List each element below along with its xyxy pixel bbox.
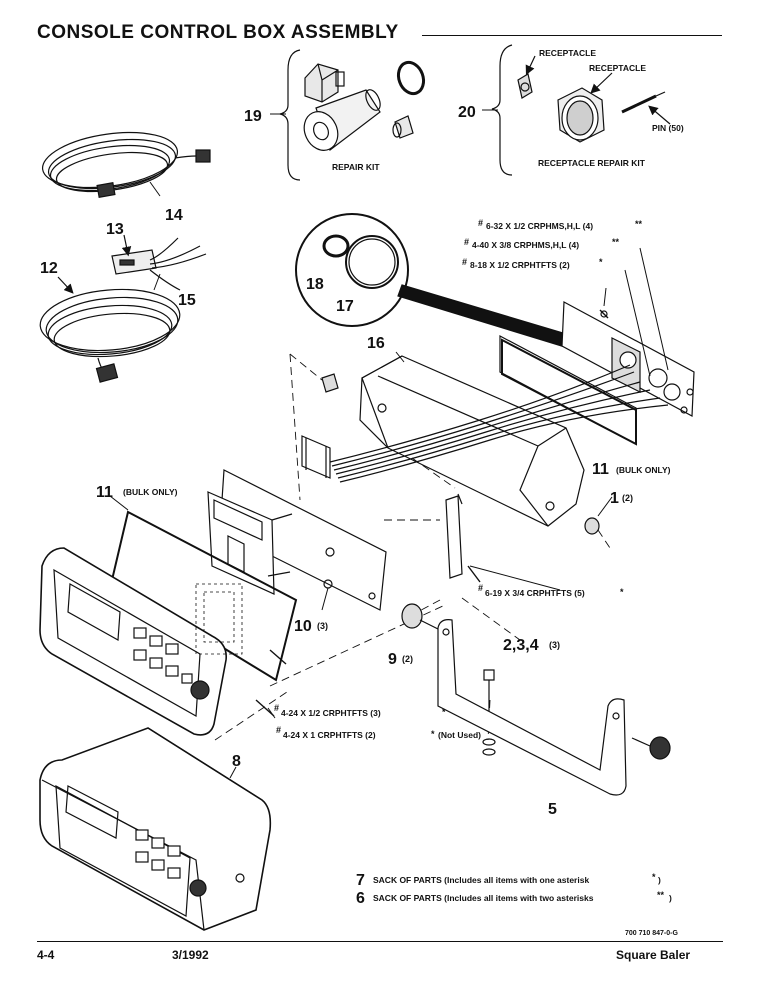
hw-440: 4-40 X 3/8 CRPHMS,H,L (4) <box>472 240 579 250</box>
standoff <box>321 373 339 393</box>
asterisk-mark: * <box>431 729 435 739</box>
title-rule <box>422 35 722 36</box>
callout-12: 12 <box>40 260 58 277</box>
asterisk-mark: ** <box>635 219 643 229</box>
pin-label: PIN (50) <box>652 123 684 133</box>
bulk-only-right: (BULK ONLY) <box>616 465 671 475</box>
document-number: 700 710 847-0-G <box>625 930 678 937</box>
receptacle-label-1: RECEPTACLE <box>539 48 596 58</box>
callout-2-3-4: 2,3,4 <box>503 637 539 654</box>
vertical-strap <box>445 495 463 579</box>
small-bushing <box>392 115 414 139</box>
page-title: CONSOLE CONTROL BOX ASSEMBLY <box>37 22 399 43</box>
hash-mark: # <box>274 703 279 713</box>
hash-mark: # <box>478 218 483 228</box>
asterisk-mark: ** <box>657 890 665 900</box>
cable-12 <box>39 288 181 383</box>
bulk-only-left: (BULK ONLY) <box>123 487 178 497</box>
callout-14: 14 <box>165 207 183 224</box>
repair-kit-label: REPAIR KIT <box>332 162 380 172</box>
callout-9: 9 <box>388 651 397 668</box>
contact-pin <box>621 91 666 114</box>
callout-5: 5 <box>548 801 557 818</box>
callout-19: 19 <box>244 108 262 125</box>
hash-mark: # <box>478 583 483 593</box>
footer-product: Square Baler <box>616 948 691 962</box>
hw-818: 8-18 X 1/2 CRPHTFTS (2) <box>470 260 570 270</box>
hw-424-one: 4-24 X 1 CRPHTFTS (2) <box>283 730 376 740</box>
mount-bracket <box>301 435 331 479</box>
callout-15: 15 <box>178 292 196 309</box>
callout-20: 20 <box>458 104 476 121</box>
receptacle-label-2: RECEPTACLE <box>589 63 646 73</box>
callout-labels: 19 20 14 13 12 15 18 17 16 11 (BULK ONLY… <box>40 48 684 907</box>
hash-mark: # <box>276 725 281 735</box>
hw-619: 6-19 X 3/4 CRPHTFTS (5) <box>485 588 585 598</box>
callout-17: 17 <box>336 298 354 315</box>
callout-16: 16 <box>367 335 385 352</box>
hash-mark: # <box>462 257 467 267</box>
leader-lines <box>109 109 669 779</box>
console-8 <box>39 727 272 931</box>
callout-1: 1 <box>610 490 619 507</box>
qty-10: (3) <box>317 621 328 631</box>
close-paren: ) <box>658 875 661 885</box>
page-number: 4-4 <box>37 948 55 962</box>
bolt-washers <box>482 669 496 756</box>
hash-mark: # <box>464 237 469 247</box>
front-panel <box>39 547 228 736</box>
repair-kit-cylinder <box>303 89 381 151</box>
tag-13 <box>111 234 157 275</box>
asterisk-mark: * <box>442 707 446 717</box>
back-plate <box>499 301 695 445</box>
callout-13: 13 <box>106 221 124 238</box>
callout-11-left: 11 <box>96 484 113 501</box>
hw-632: 6-32 X 1/2 CRPHMS,H,L (4) <box>486 221 593 231</box>
callout-10: 10 <box>294 618 312 635</box>
qty-1: (2) <box>622 493 633 503</box>
cable-14 <box>41 131 211 198</box>
knob-right <box>631 736 671 760</box>
hw-424-half: 4-24 X 1/2 CRPHTFTS (3) <box>281 708 381 718</box>
large-receptacle <box>557 87 605 143</box>
sack-6: SACK OF PARTS (Includes all items with t… <box>373 893 594 903</box>
footer-date: 3/1992 <box>172 948 209 962</box>
wires-15 <box>149 237 207 291</box>
u-bracket-5 <box>437 619 627 796</box>
knob-9 <box>401 603 441 631</box>
spacer-1 <box>584 517 600 535</box>
asterisk-mark: ** <box>612 237 620 247</box>
qty-2-3-4: (3) <box>549 640 560 650</box>
receptacle-repair-kit-label: RECEPTACLE REPAIR KIT <box>538 158 646 168</box>
hidden-components <box>195 583 243 655</box>
callout-7: 7 <box>356 872 365 889</box>
callout-11-right: 11 <box>592 461 609 478</box>
qty-9: (2) <box>402 654 413 664</box>
asterisk-mark: * <box>652 872 656 882</box>
callout-6: 6 <box>356 890 365 907</box>
asterisk-mark: * <box>620 587 624 597</box>
small-receptacle <box>517 73 533 99</box>
asterisk-mark: * <box>599 257 603 267</box>
brace-19 <box>279 49 301 181</box>
footer-rule <box>37 941 723 942</box>
screws <box>255 309 609 717</box>
sack-7: SACK OF PARTS (Includes all items with o… <box>373 875 589 885</box>
callout-8: 8 <box>232 753 241 770</box>
not-used-label: (Not Used) <box>438 730 481 740</box>
plug-connector <box>304 63 345 103</box>
gasket-left <box>110 510 298 682</box>
gasket-right <box>501 338 637 446</box>
brace-20 <box>491 44 513 176</box>
display-bracket <box>207 491 293 595</box>
keypad <box>133 627 193 684</box>
grommet-ring <box>396 60 426 96</box>
close-paren: ) <box>669 893 672 903</box>
callout-18: 18 <box>306 276 324 293</box>
